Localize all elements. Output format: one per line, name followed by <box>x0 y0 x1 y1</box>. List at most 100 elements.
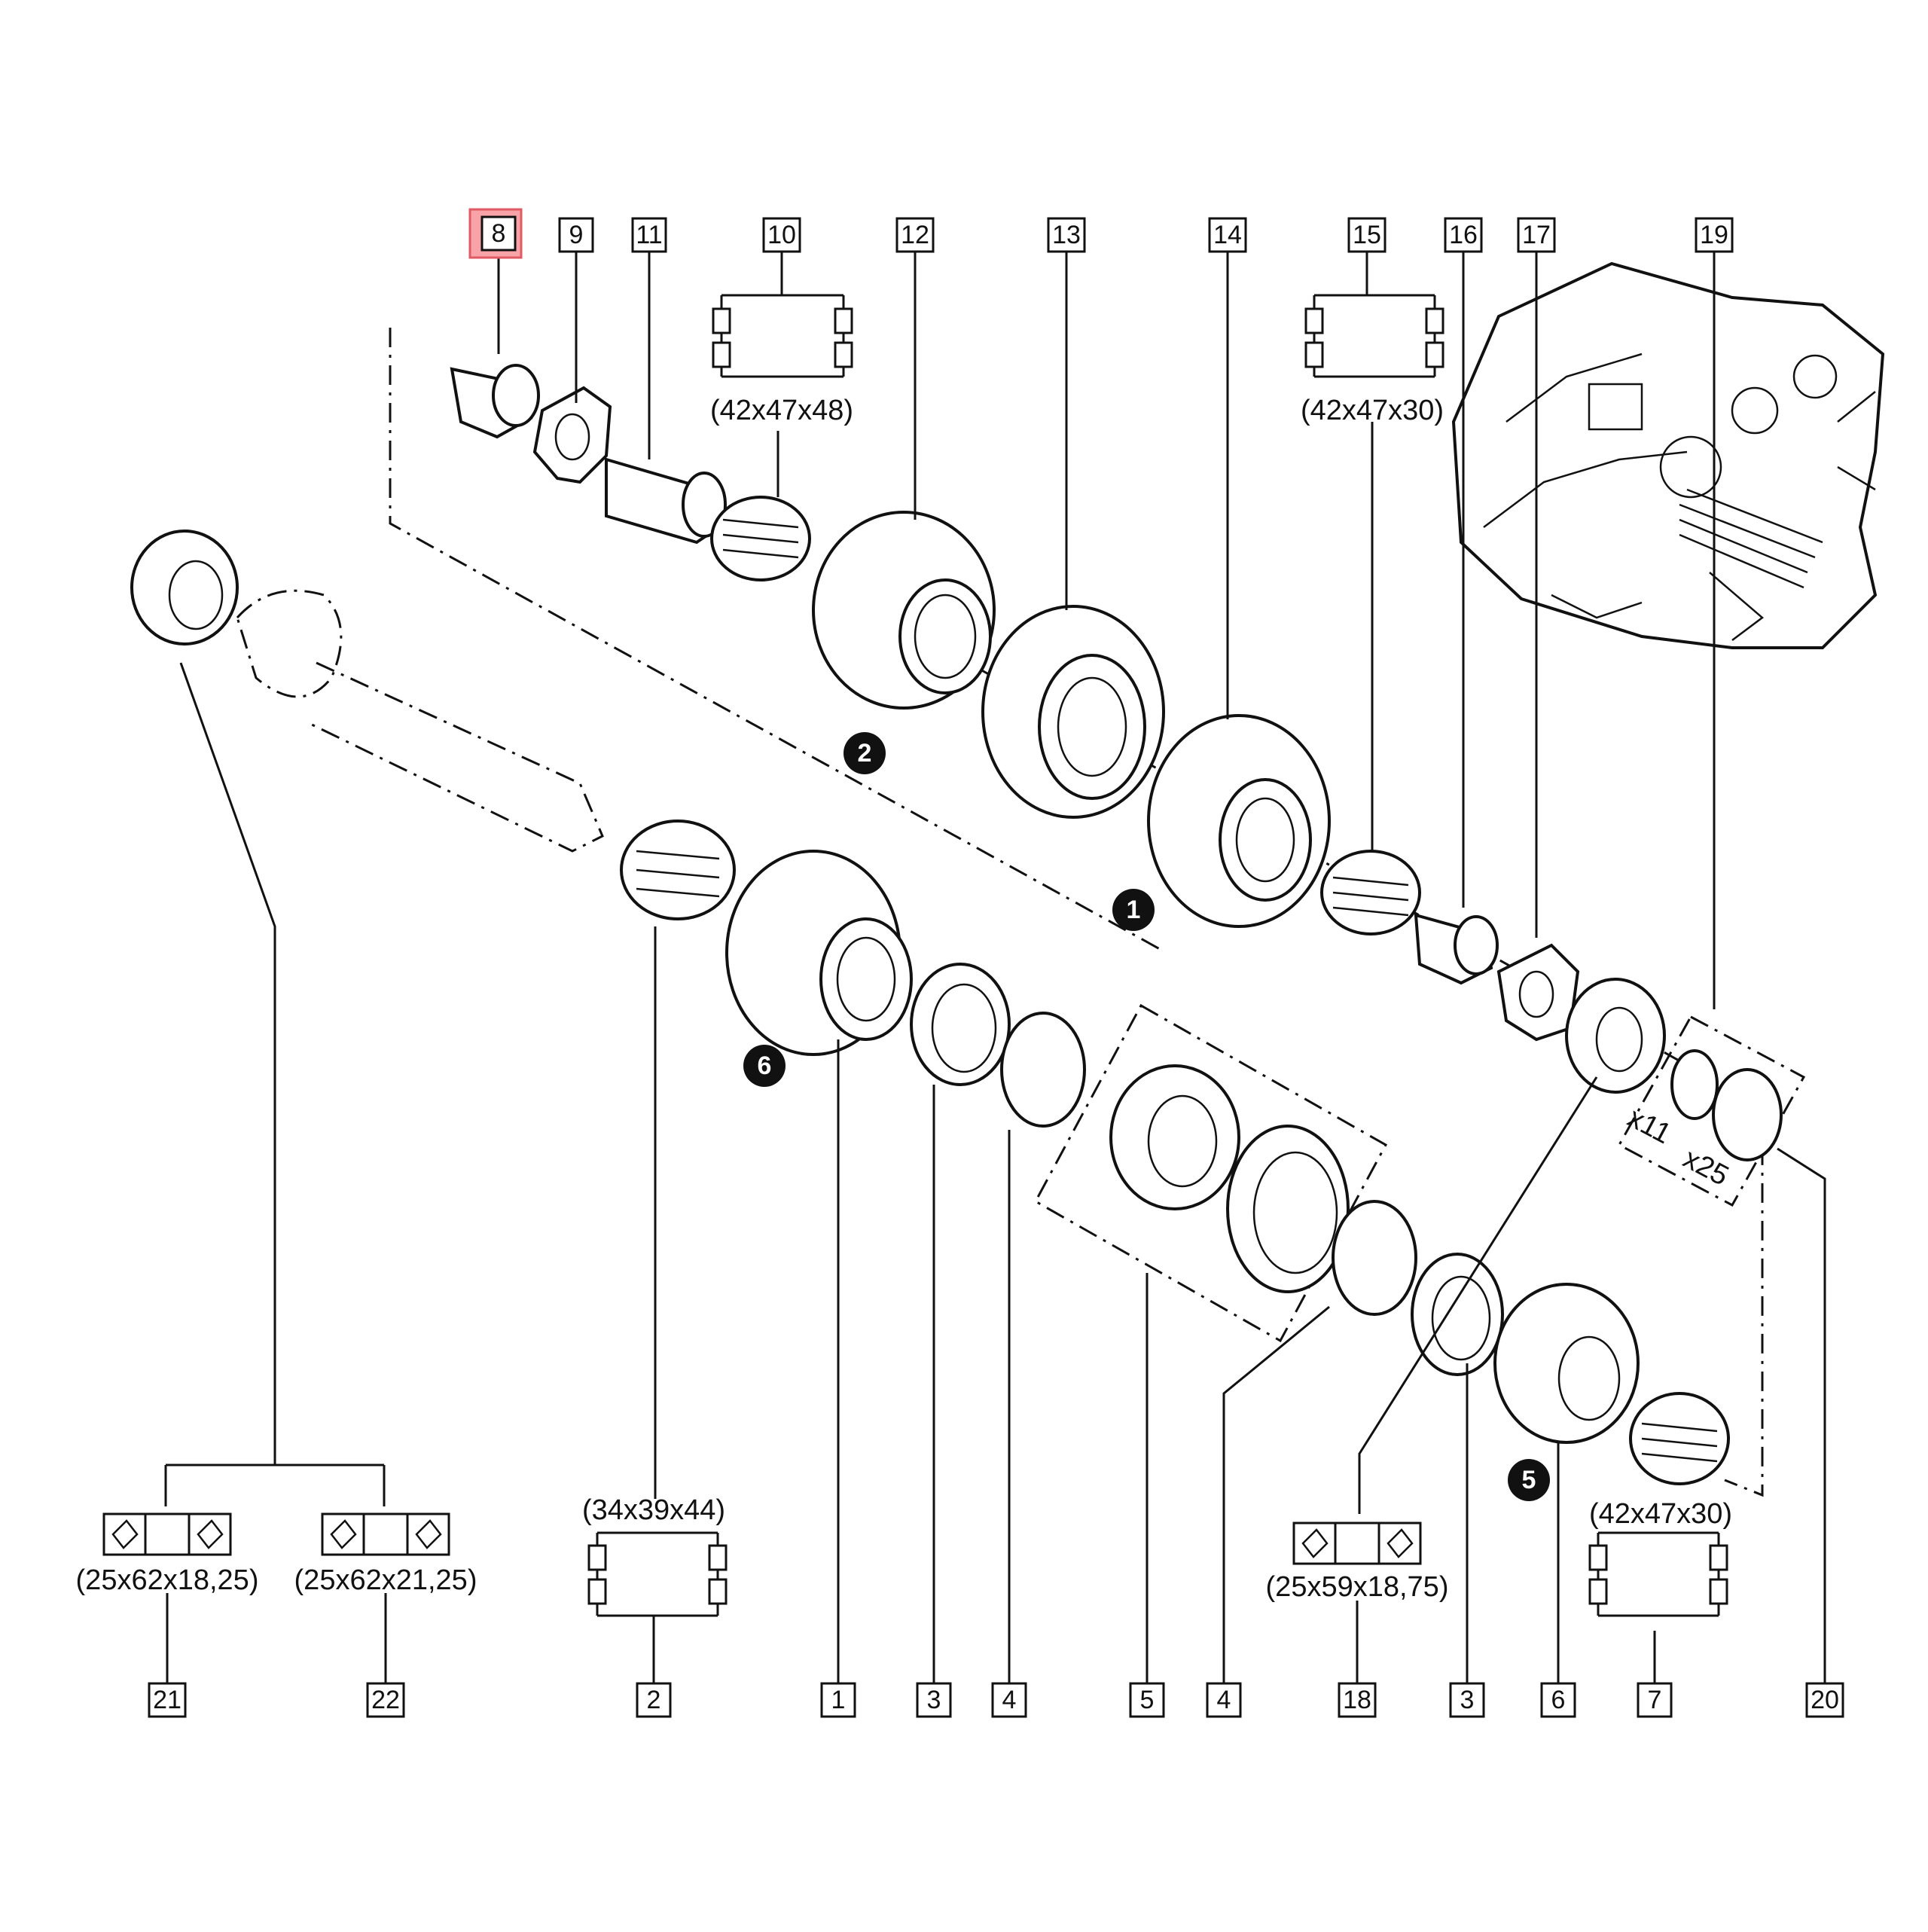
svg-text:17: 17 <box>1522 221 1551 249</box>
part-14-gear <box>1147 714 1331 928</box>
svg-text:1: 1 <box>1127 896 1141 924</box>
part-7-needle-bearing <box>1629 1392 1730 1485</box>
synchro-group-envelope <box>1033 1003 1388 1343</box>
svg-text:10: 10 <box>767 221 796 249</box>
svg-text:2: 2 <box>647 1686 661 1714</box>
part-circlip-20 <box>1712 1068 1783 1161</box>
part-21-22-tapered-bearing <box>130 530 239 646</box>
callout-2[interactable]: 2 <box>636 1682 672 1718</box>
dimension-15: (42x47x30) <box>1301 395 1444 426</box>
part-6-gear <box>1493 1283 1640 1444</box>
callout-14[interactable]: 14 <box>1208 217 1247 253</box>
part-5-synchro-hub <box>1109 1064 1240 1210</box>
leader-21-22 <box>164 662 386 1506</box>
needle-bearing-icon-15 <box>1304 294 1444 378</box>
svg-text:2: 2 <box>858 739 872 768</box>
dimension-10: (42x47x48) <box>710 395 853 426</box>
svg-text:12: 12 <box>901 221 929 249</box>
svg-text:7: 7 <box>1648 1686 1662 1714</box>
gear-marker-1: 1 <box>1112 889 1155 931</box>
svg-text:4: 4 <box>1217 1686 1231 1714</box>
svg-text:5: 5 <box>1522 1466 1536 1494</box>
callout-10[interactable]: 10 <box>762 217 801 253</box>
callout-3-right[interactable]: 3 <box>1449 1682 1485 1718</box>
svg-text:15: 15 <box>1353 221 1381 249</box>
dimension-21: (25x62x18,25) <box>76 1564 259 1596</box>
part-10-needle-bearing <box>710 496 811 581</box>
svg-text:6: 6 <box>758 1051 772 1080</box>
svg-text:4: 4 <box>1002 1686 1017 1714</box>
leader-18 <box>1356 1076 1598 1683</box>
dimension-18: (25x59x18,75) <box>1266 1571 1449 1603</box>
part-1-gear <box>725 850 913 1056</box>
part-3-synchro-ring-left <box>910 963 1011 1086</box>
callout-17[interactable]: 17 <box>1517 217 1556 253</box>
tapered-bearing-icon-21 <box>102 1512 232 1556</box>
dimension-22: (25x62x21,25) <box>294 1564 477 1596</box>
needle-bearing-icon-2 <box>587 1531 728 1617</box>
svg-text:21: 21 <box>153 1686 182 1714</box>
svg-text:13: 13 <box>1052 221 1081 249</box>
part-12-gear <box>812 511 996 710</box>
part-13-synchro-hub <box>981 605 1165 819</box>
part-4-spring-ring-right <box>1332 1200 1417 1316</box>
svg-text:19: 19 <box>1700 221 1728 249</box>
callout-6[interactable]: 6 <box>1540 1682 1576 1718</box>
callout-4-right[interactable]: 4 <box>1206 1682 1242 1718</box>
callout-1[interactable]: 1 <box>820 1682 856 1718</box>
callout-5[interactable]: 5 <box>1129 1682 1165 1718</box>
callout-9[interactable]: 9 <box>558 217 594 253</box>
callout-16[interactable]: 16 <box>1444 217 1483 253</box>
gear-marker-6: 6 <box>743 1045 786 1087</box>
gear-marker-2: 2 <box>844 732 886 774</box>
quantity-label-x11: x11 <box>1622 1102 1676 1151</box>
svg-text:3: 3 <box>927 1686 941 1714</box>
svg-text:11: 11 <box>636 221 662 249</box>
svg-text:1: 1 <box>831 1686 846 1714</box>
tapered-bearing-icon-18 <box>1292 1521 1422 1565</box>
circlip-group-envelope <box>1617 1015 1806 1207</box>
dimension-2: (34x39x44) <box>582 1494 725 1526</box>
callout-4-left[interactable]: 4 <box>991 1682 1027 1718</box>
main-shaft <box>236 589 604 853</box>
svg-text:18: 18 <box>1343 1686 1371 1714</box>
transmission-housing-illustration <box>1451 261 1885 649</box>
svg-text:14: 14 <box>1213 221 1242 249</box>
callout-21[interactable]: 21 <box>148 1682 187 1718</box>
part-11-sleeve <box>605 457 727 545</box>
gear-marker-5: 5 <box>1508 1459 1550 1501</box>
svg-text:5: 5 <box>1140 1686 1155 1714</box>
callout-18[interactable]: 18 <box>1338 1682 1377 1718</box>
leader-4-right <box>1222 1305 1330 1683</box>
svg-text:16: 16 <box>1449 221 1478 249</box>
callout-15[interactable]: 15 <box>1347 217 1387 253</box>
part-15-needle-bearing <box>1320 850 1421 935</box>
leader-20 <box>1777 1147 1826 1683</box>
callout-20[interactable]: 20 <box>1805 1682 1844 1718</box>
svg-text:22: 22 <box>371 1686 400 1714</box>
part-8-bushing <box>450 364 540 439</box>
svg-text:3: 3 <box>1460 1686 1475 1714</box>
callout-3-left[interactable]: 3 <box>916 1682 952 1718</box>
part-3-synchro-ring-right <box>1411 1253 1504 1376</box>
part-5-sleeve <box>1226 1125 1350 1293</box>
callout-8[interactable]: 8 <box>468 208 523 259</box>
needle-bearing-icon-7 <box>1588 1531 1728 1617</box>
callout-12[interactable]: 12 <box>895 217 935 253</box>
dimension-7: (42x47x30) <box>1589 1498 1732 1530</box>
callout-11[interactable]: 11 <box>631 217 667 253</box>
callout-19[interactable]: 19 <box>1695 217 1734 253</box>
part-16-bushing <box>1414 913 1499 985</box>
callout-22[interactable]: 22 <box>366 1682 405 1718</box>
tapered-bearing-icon-22 <box>321 1512 450 1556</box>
svg-text:6: 6 <box>1551 1686 1566 1714</box>
part-2-needle-bearing <box>620 819 736 920</box>
callout-13[interactable]: 13 <box>1047 217 1086 253</box>
part-circlip-19 <box>1670 1049 1719 1120</box>
svg-text:20: 20 <box>1811 1686 1839 1714</box>
needle-bearing-icon-10 <box>712 294 853 378</box>
part-4-spring-ring-left <box>1000 1012 1086 1128</box>
callout-7[interactable]: 7 <box>1637 1682 1673 1718</box>
